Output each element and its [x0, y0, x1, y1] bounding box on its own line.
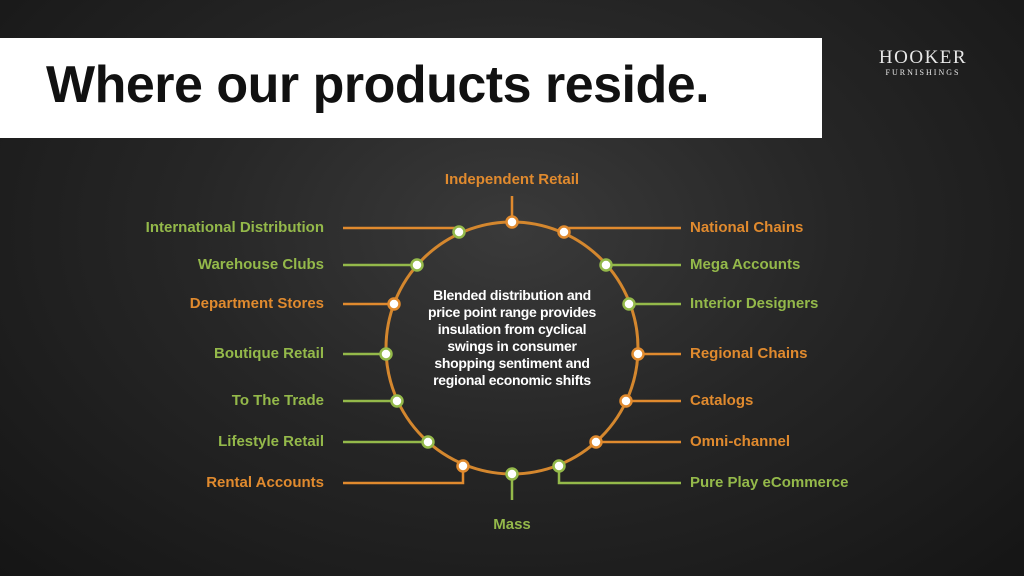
- node-pure-play-ecommerce: [552, 459, 566, 473]
- hooker-furnishings-logo: HOOKER FURNISHINGS: [858, 48, 988, 78]
- label-mass: Mass: [493, 516, 531, 533]
- node-catalogs: [619, 394, 633, 408]
- connector-rental-accounts: [343, 466, 465, 485]
- node-lifestyle-retail: [421, 435, 435, 449]
- label-regional-chains: Regional Chains: [690, 345, 808, 362]
- node-interior-designers: [622, 297, 636, 311]
- connector-international-distribution: [343, 226, 460, 233]
- label-omni-channel: Omni-channel: [690, 433, 791, 450]
- node-rental-accounts: [456, 459, 470, 473]
- label-catalogs: Catalogs: [690, 392, 754, 409]
- node-independent-retail: [505, 215, 519, 229]
- label-department-stores: Department Stores: [189, 295, 324, 312]
- label-to-the-trade: To The Trade: [231, 392, 324, 409]
- label-interior-designers: Interior Designers: [690, 295, 819, 312]
- node-international-distribution: [452, 225, 466, 239]
- node-department-stores: [387, 297, 401, 311]
- label-rental-accounts: Rental Accounts: [206, 474, 324, 491]
- label-international-distribution: International Distribution: [145, 219, 324, 236]
- logo-subtitle: FURNISHINGS: [885, 68, 961, 77]
- node-national-chains: [557, 225, 571, 239]
- label-pure-play-ecommerce: Pure Play eCommerce: [690, 474, 849, 491]
- title-bar: [0, 38, 822, 138]
- logo-name: HOOKER: [878, 47, 968, 68]
- node-omni-channel: [589, 435, 603, 449]
- label-independent-retail: Independent Retail: [444, 171, 580, 188]
- node-warehouse-clubs: [410, 258, 424, 272]
- label-national-chains: National Chains: [690, 219, 804, 236]
- node-mega-accounts: [599, 258, 613, 272]
- center-description: Blended distribution and price point ran…: [427, 287, 596, 388]
- connector-pure-play-ecommerce: [557, 466, 681, 485]
- node-mass: [505, 467, 519, 481]
- node-regional-chains: [631, 347, 645, 361]
- node-to-the-trade: [390, 394, 404, 408]
- node-boutique-retail: [379, 347, 393, 361]
- label-mega-accounts: Mega Accounts: [690, 256, 801, 273]
- label-lifestyle-retail: Lifestyle Retail: [218, 433, 324, 450]
- label-boutique-retail: Boutique Retail: [213, 345, 324, 362]
- label-warehouse-clubs: Warehouse Clubs: [197, 256, 324, 273]
- page-title: Where our products reside.: [46, 56, 710, 114]
